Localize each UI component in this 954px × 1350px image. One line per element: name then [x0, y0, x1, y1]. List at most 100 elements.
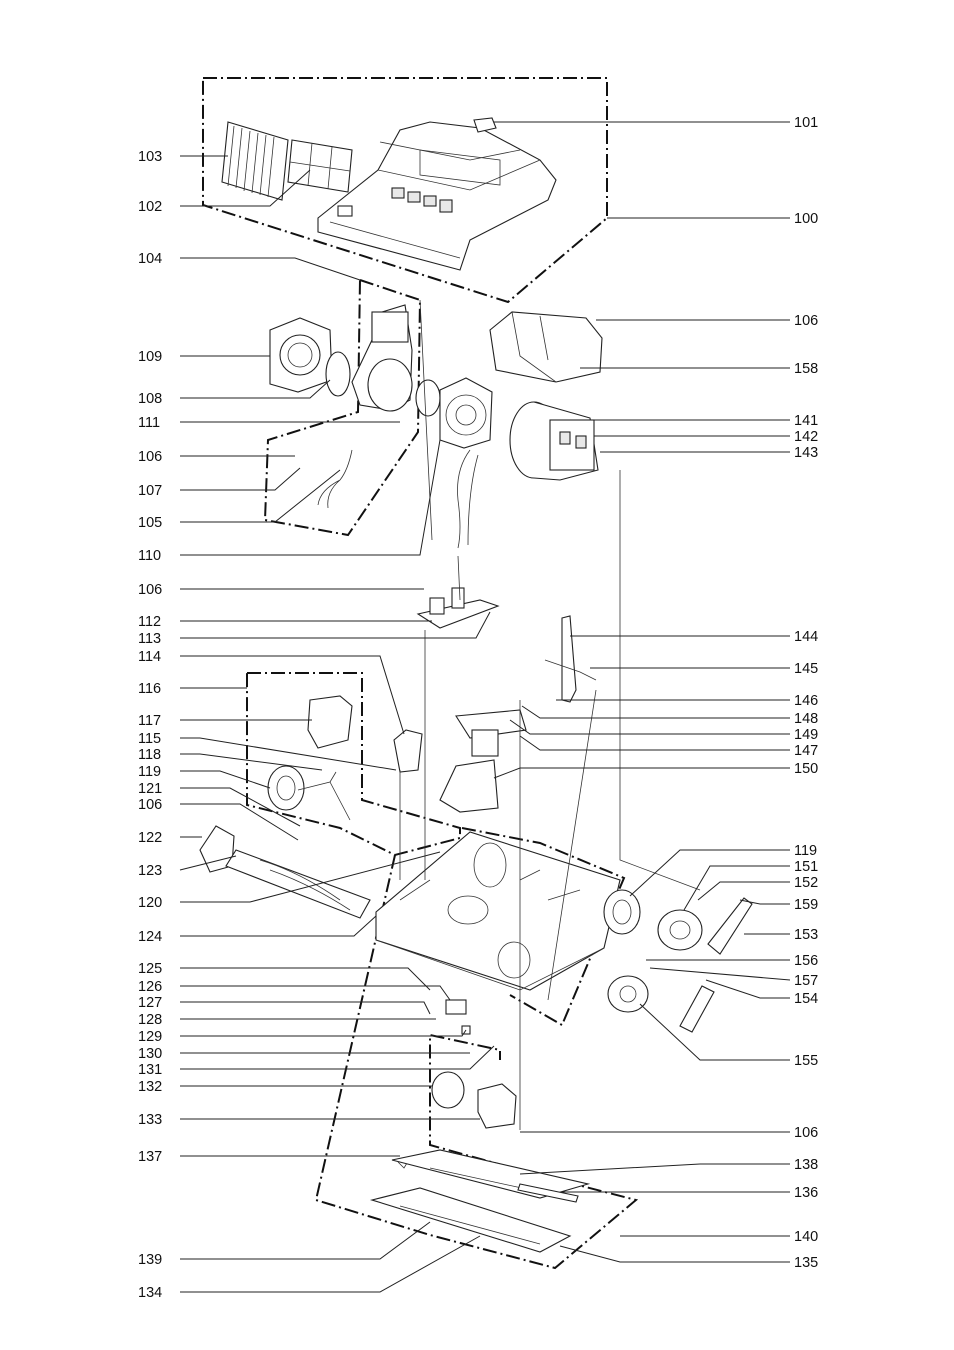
belt-153	[708, 898, 752, 954]
label-136: 136	[794, 1185, 818, 1201]
label-126: 126	[138, 979, 162, 995]
brush-bracket	[308, 696, 352, 748]
label-131: 131	[138, 1062, 162, 1078]
label-139: 139	[138, 1252, 162, 1268]
leader-155	[640, 1004, 790, 1060]
leader-154	[706, 980, 790, 998]
label-106-c: 106	[138, 797, 162, 813]
label-105: 105	[138, 515, 162, 531]
label-154: 154	[794, 991, 818, 1007]
motor-wires	[458, 450, 479, 548]
pedal	[440, 760, 498, 812]
label-100: 100	[794, 211, 818, 227]
leader-118	[180, 754, 322, 770]
fan-scroll	[352, 305, 412, 411]
wheel-left	[268, 766, 304, 810]
switch-linkage	[545, 616, 596, 702]
label-130: 130	[138, 1046, 162, 1062]
label-153: 153	[794, 927, 818, 943]
small-part-126	[446, 1000, 466, 1014]
belt-154	[680, 986, 714, 1032]
label-116: 116	[138, 681, 161, 697]
chassis-body	[376, 832, 620, 990]
label-123: 123	[138, 863, 162, 879]
label-155: 155	[794, 1053, 818, 1069]
leader-147	[520, 736, 790, 750]
leader-151	[684, 866, 790, 910]
cable-harness	[318, 450, 352, 508]
label-110: 110	[138, 548, 161, 564]
drive-pulley	[608, 976, 648, 1012]
label-112: 112	[138, 614, 161, 630]
latch	[394, 730, 422, 772]
leader-138	[520, 1164, 790, 1174]
leader-150	[494, 768, 790, 778]
leader-135	[560, 1246, 790, 1262]
label-117: 117	[138, 713, 161, 729]
label-143: 143	[794, 445, 818, 461]
label-132: 132	[138, 1079, 162, 1095]
seal-ring-111	[416, 380, 440, 416]
label-144: 144	[794, 629, 818, 645]
label-137: 137	[138, 1149, 162, 1165]
label-125: 125	[138, 961, 162, 977]
label-114: 114	[138, 649, 161, 665]
leader-148	[522, 706, 790, 718]
label-146: 146	[794, 693, 818, 709]
leader-149	[510, 720, 790, 734]
circuit-board	[418, 588, 498, 628]
seal-ring-108	[326, 352, 350, 396]
label-103: 103	[138, 149, 162, 165]
label-133: 133	[138, 1112, 162, 1128]
label-140: 140	[794, 1229, 818, 1245]
label-109: 109	[138, 349, 162, 365]
label-104: 104	[138, 251, 162, 267]
label-107: 107	[138, 483, 162, 499]
leader-129	[180, 1030, 466, 1036]
label-120: 120	[138, 895, 162, 911]
label-113: 113	[138, 631, 161, 647]
label-111: 111	[138, 415, 160, 431]
label-124: 124	[138, 929, 162, 945]
exhaust-filter-roll	[222, 122, 288, 200]
leader-127	[180, 1002, 430, 1014]
label-129: 129	[138, 1029, 162, 1045]
brush-roll	[226, 850, 370, 918]
label-118: 118	[138, 747, 161, 763]
label-150: 150	[794, 761, 818, 777]
filter-panel	[288, 140, 352, 192]
leader-134	[180, 1236, 480, 1292]
wheel-right	[604, 890, 640, 934]
pulley-assembly	[658, 910, 702, 950]
label-145: 145	[794, 661, 818, 677]
leader-114	[180, 656, 404, 734]
label-115: 115	[138, 731, 161, 747]
label-157: 157	[794, 973, 818, 989]
cover-clip	[474, 118, 496, 132]
bracket-133	[478, 1084, 516, 1128]
label-122: 122	[138, 830, 162, 846]
leader-105	[180, 470, 340, 522]
switch-bracket	[456, 710, 526, 756]
label-106-e: 106	[794, 1125, 818, 1141]
leader-124	[180, 916, 376, 936]
linkage-rod	[298, 772, 350, 820]
part-drawings	[200, 118, 752, 1252]
label-134: 134	[138, 1285, 162, 1301]
label-147: 147	[794, 743, 818, 759]
label-152: 152	[794, 875, 818, 891]
leader-152	[698, 882, 790, 900]
wheel-132	[432, 1072, 464, 1108]
brush-holder-block	[550, 420, 594, 470]
label-138: 138	[794, 1157, 818, 1173]
label-151: 151	[794, 859, 818, 875]
label-141: 141	[794, 413, 818, 429]
label-119-b: 119	[794, 843, 817, 859]
fan-housing-plate	[270, 318, 332, 392]
motor-end-plate	[440, 378, 492, 448]
label-106-a: 106	[138, 449, 162, 465]
leader-126	[180, 986, 450, 1000]
label-108: 108	[138, 391, 162, 407]
leader-139	[180, 1222, 430, 1259]
